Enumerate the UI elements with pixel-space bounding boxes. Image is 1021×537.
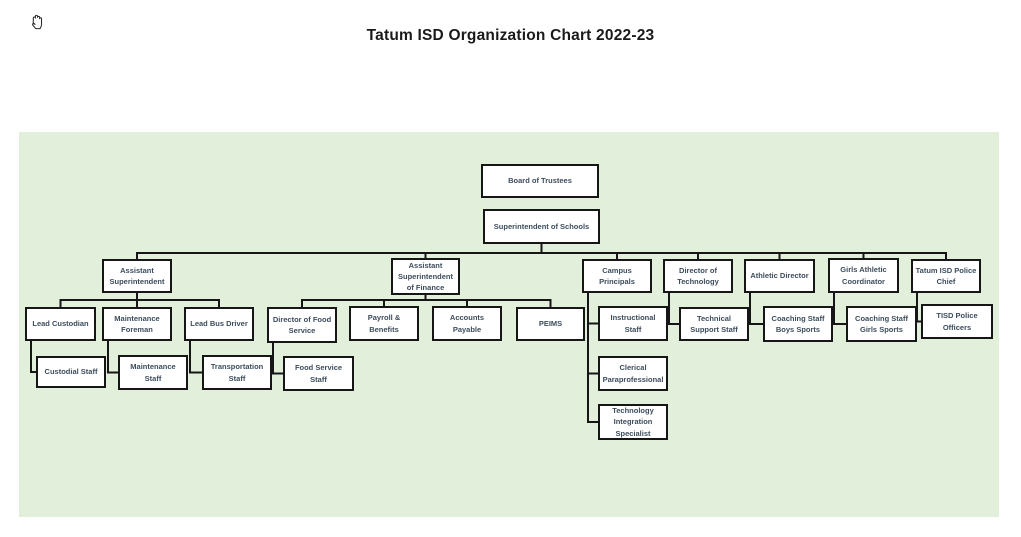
page-title: Tatum ISD Organization Chart 2022-23	[366, 27, 655, 44]
org-node-tatum-isd-police-chief: Tatum ISD Police Chief	[911, 259, 981, 293]
org-node-director-of-food-service: Director of Food Service	[267, 307, 337, 343]
org-node-athletic-director: Athletic Director	[744, 259, 815, 293]
org-node-coaching-staff-girls-sports: Coaching Staff Girls Sports	[846, 306, 917, 342]
org-node-coaching-staff-boys-sports: Coaching Staff Boys Sports	[763, 306, 833, 342]
org-node-technical-support-staff: Technical Support Staff	[679, 307, 749, 341]
org-node-maintenance-staff: Maintenance Staff	[118, 355, 188, 390]
org-node-clerical-paraprofessional: Clerical Paraprofessional	[598, 356, 668, 391]
org-node-assistant-superintendent-finance: Assistant Superintendent of Finance	[391, 258, 460, 295]
org-node-lead-bus-driver: Lead Bus Driver	[184, 307, 254, 341]
org-node-peims: PEIMS	[516, 307, 585, 341]
org-node-instructional-staff: Instructional Staff	[598, 306, 668, 341]
org-node-accounts-payable: Accounts Payable	[432, 306, 502, 341]
org-node-board-of-trustees: Board of Trustees	[481, 164, 599, 198]
org-node-food-service-staff: Food Service Staff	[283, 356, 354, 391]
org-node-superintendent-of-schools: Superintendent of Schools	[483, 209, 600, 244]
org-node-custodial-staff: Custodial Staff	[36, 356, 106, 388]
org-node-payroll-benefits: Payroll & Benefits	[349, 306, 419, 341]
org-node-assistant-superintendent: Assistant Superintendent	[102, 259, 172, 293]
hand-grab-icon	[27, 12, 48, 39]
org-node-maintenance-foreman: Maintenance Foreman	[102, 307, 172, 341]
org-node-technology-integration-specialist: Technology Integration Specialist	[598, 404, 668, 440]
org-node-girls-athletic-coordinator: Girls Athletic Coordinator	[828, 258, 899, 293]
org-node-campus-principals: Campus Principals	[582, 259, 652, 293]
org-node-transportation-staff: Transportation Staff	[202, 355, 272, 390]
org-node-tisd-police-officers: TISD Police Officers	[921, 304, 993, 339]
org-node-lead-custodian: Lead Custodian	[25, 307, 96, 341]
org-node-director-of-technology: Director of Technology	[663, 259, 733, 293]
